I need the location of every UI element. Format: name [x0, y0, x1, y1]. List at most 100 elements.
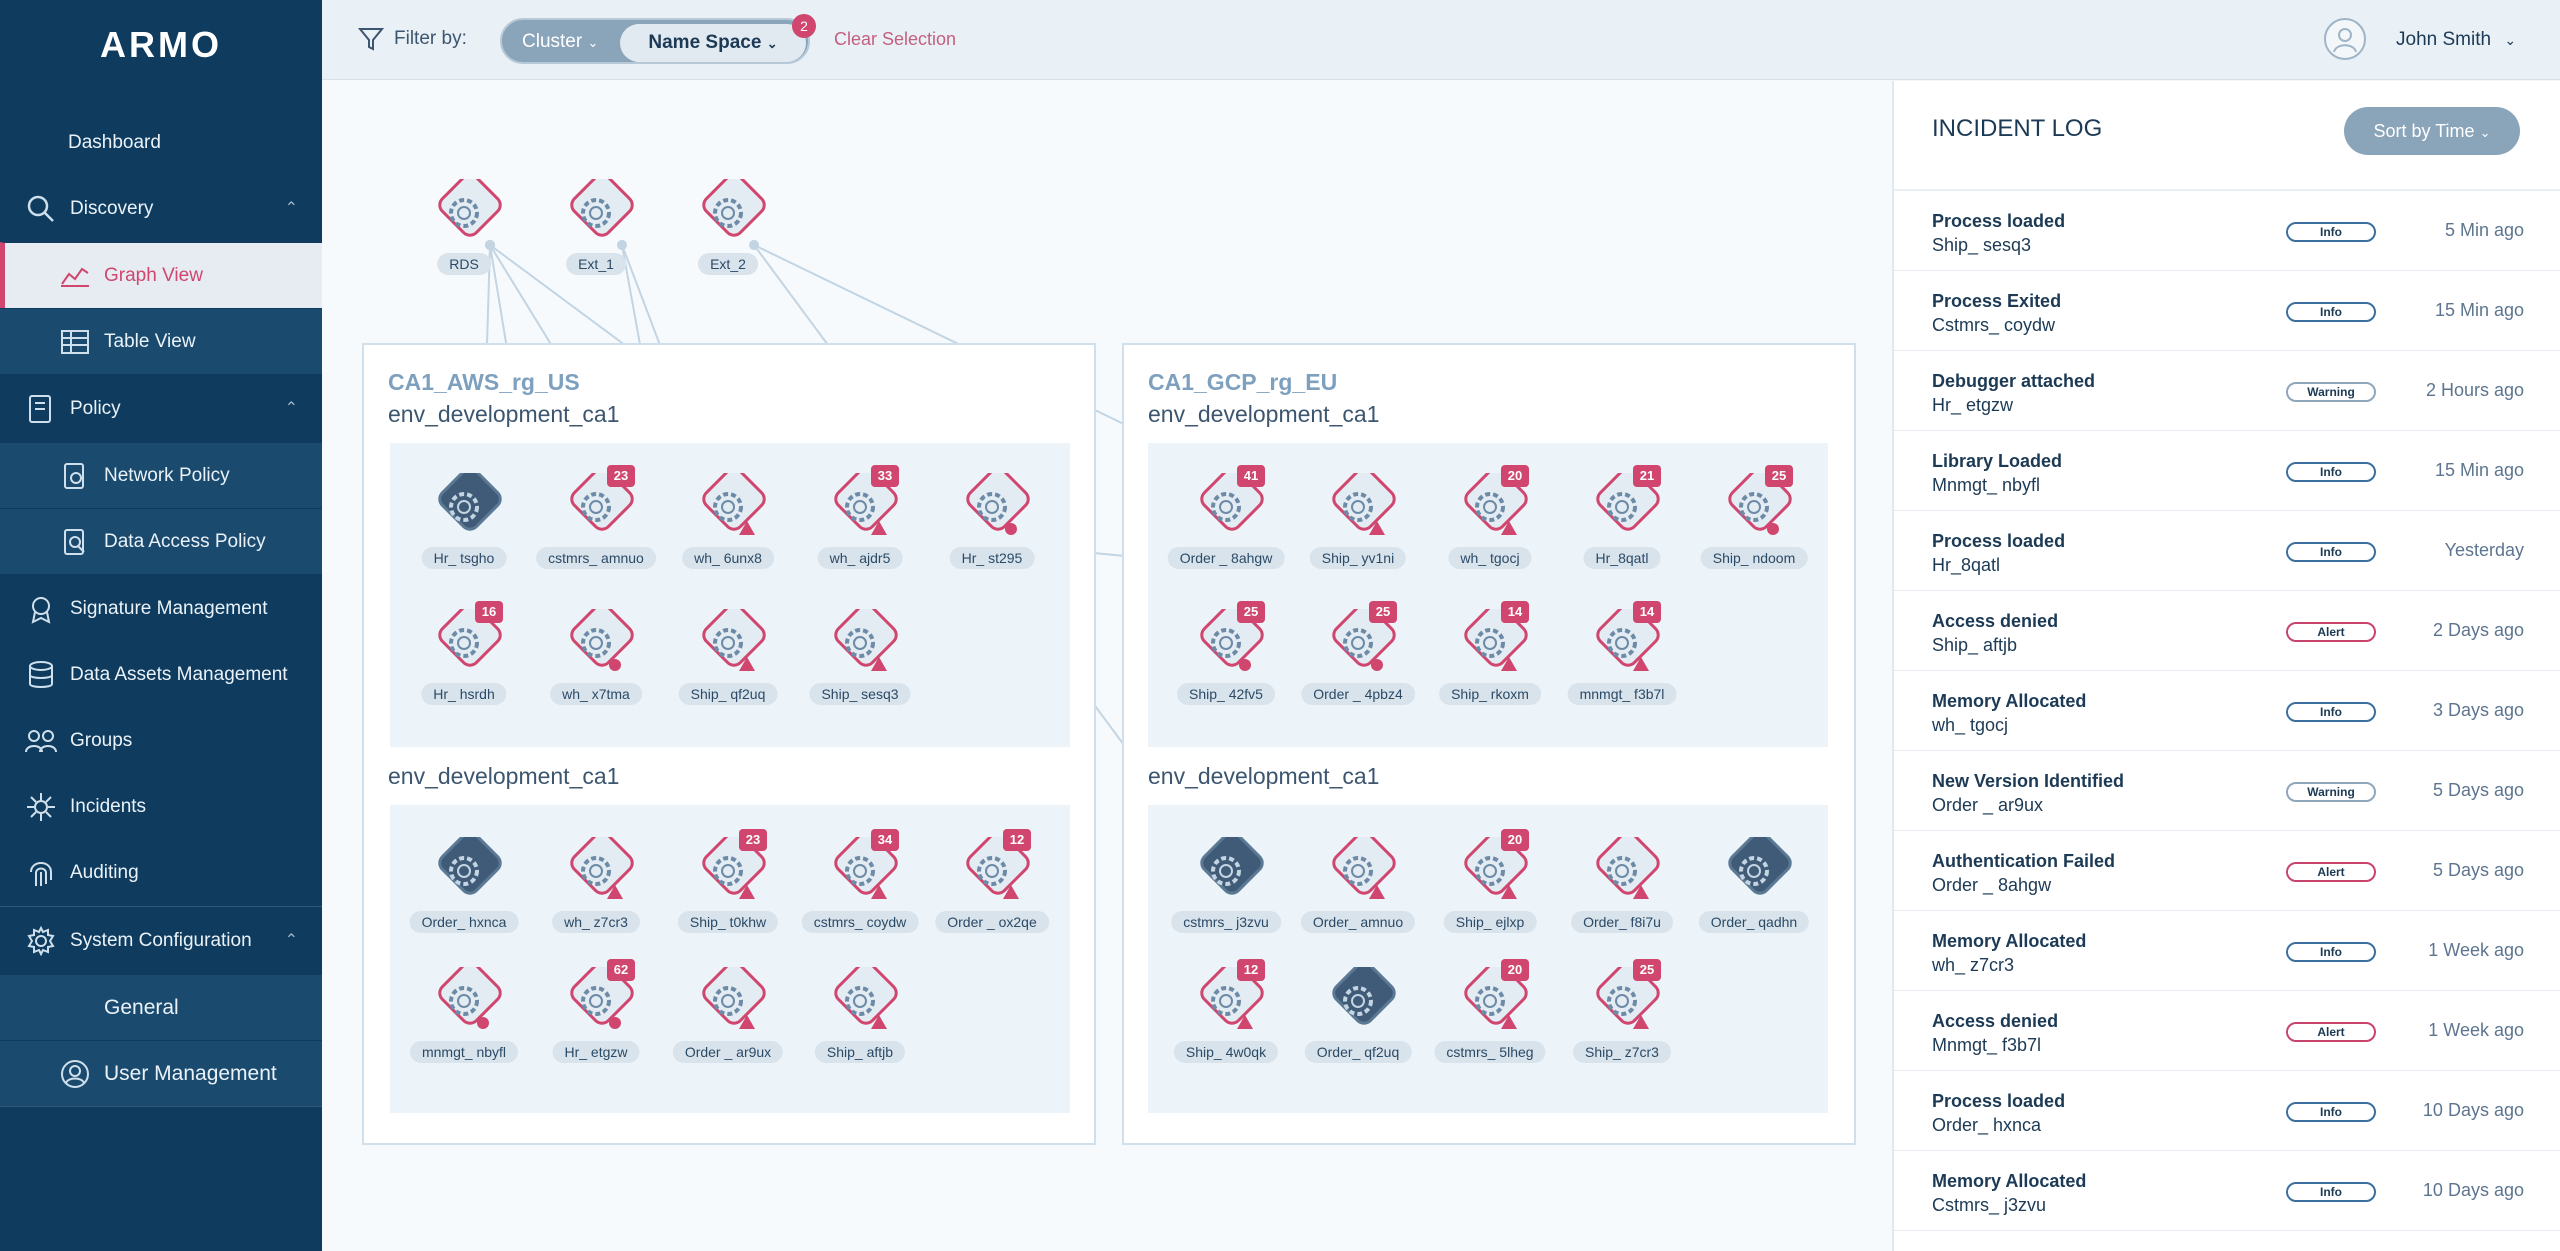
node-badge: 23	[607, 465, 635, 487]
sidebar-item-label: User Management	[104, 1061, 277, 1085]
namespace-filter-label: Name Space	[648, 32, 762, 53]
graph-node[interactable]: Order_ f8i7u	[1567, 837, 1677, 947]
graph-node[interactable]: Order_ hxnca	[409, 837, 519, 947]
incident-target: Hr_8qatl	[1932, 555, 2001, 575]
incident-name: Process loaded	[1932, 1091, 2066, 1111]
sidebar-item-table-view[interactable]: Table View	[0, 308, 322, 374]
sidebar-item-system-configuration[interactable]: System Configuration ⌃	[0, 908, 322, 974]
graph-node[interactable]: RDS	[409, 179, 519, 289]
graph-node[interactable]: wh_ x7tma	[541, 609, 651, 719]
chevron-down-icon: ⌄	[587, 35, 599, 50]
sidebar-item-general[interactable]: General	[0, 974, 322, 1040]
node-label: Ship_ z7cr3	[1573, 1041, 1671, 1063]
sidebar-item-groups[interactable]: Groups	[0, 708, 322, 774]
sidebar-item-graph-view[interactable]: Graph View	[0, 242, 322, 308]
user-menu[interactable]: John Smith ⌄	[2396, 29, 2516, 51]
graph-canvas[interactable]: CA1_AWS_rg_US env_development_ca1 env_de…	[322, 81, 1892, 1251]
filter-icon	[358, 28, 384, 51]
graph-node[interactable]: wh_ 6unx8	[673, 473, 783, 583]
graph-node[interactable]: Ext_1	[541, 179, 651, 289]
sort-by-time-button[interactable]: Sort by Time ⌄	[2344, 107, 2520, 155]
node-badge: 14	[1501, 601, 1529, 623]
sidebar-item-discovery[interactable]: Discovery ⌃	[0, 176, 322, 242]
incident-target: Order _ ar9ux	[1932, 795, 2044, 815]
armo-logo[interactable]: ARMO	[100, 24, 222, 65]
sidebar-item-policy[interactable]: Policy ⌃	[0, 376, 322, 442]
namespace-filter-button[interactable]: Name Space ⌄	[620, 24, 806, 62]
graph-node[interactable]: Hr_ tsgho	[409, 473, 519, 583]
sidebar-item-dashboard[interactable]: Dashboard	[0, 110, 322, 176]
cluster-filter-button[interactable]: Cluster ⌄	[522, 31, 598, 53]
graph-node[interactable]: Order_ qadhn	[1698, 837, 1810, 947]
chevron-up-icon[interactable]: ⌃	[284, 400, 298, 417]
chevron-up-icon[interactable]: ⌃	[284, 932, 298, 949]
incident-target: Ship_ aftjb	[1932, 635, 2018, 655]
graph-node[interactable]: wh_ z7cr3	[541, 837, 651, 947]
graph-node[interactable]: Ship_ yv1ni	[1303, 473, 1413, 583]
sidebar-item-network-policy[interactable]: Network Policy	[0, 442, 322, 508]
node-badge: 12	[1237, 959, 1265, 981]
clear-selection-link[interactable]: Clear Selection	[834, 29, 957, 49]
sidebar-item-label: Groups	[70, 730, 133, 751]
sidebar-item-auditing[interactable]: Auditing	[0, 840, 322, 906]
avatar[interactable]	[2324, 18, 2366, 60]
sidebar-item-data-access-policy[interactable]: Data Access Policy	[0, 508, 322, 574]
node-label: Order _ ox2qe	[935, 911, 1049, 933]
sidebar-item-label: Data Access Policy	[104, 530, 266, 552]
sidebar-item-label: Auditing	[70, 862, 139, 883]
sidebar-item-user-management[interactable]: User Management	[0, 1040, 322, 1106]
node-label: wh_ tgocj	[1448, 547, 1532, 569]
sidebar-item-signature-management[interactable]: Signature Management	[0, 576, 322, 642]
chevron-up-icon[interactable]: ⌃	[284, 200, 298, 217]
graph-node[interactable]: Ship_ qf2uq	[673, 609, 783, 719]
sidebar-item-incidents[interactable]: Incidents	[0, 774, 322, 840]
sidebar-divider	[0, 906, 322, 907]
graph-node[interactable]: Ship_ sesq3	[805, 609, 915, 719]
user-icon	[2333, 28, 2357, 53]
graph-node[interactable]: Ext_2	[673, 179, 783, 289]
graph-node[interactable]: mnmgt_ nbyfl	[409, 967, 519, 1077]
incident-time: 15 Min ago	[2434, 300, 2524, 320]
node-badge: 41	[1237, 465, 1265, 487]
node-badge: 20	[1501, 959, 1529, 981]
graph-node[interactable]: Order _ ar9ux	[672, 967, 784, 1077]
graph-node[interactable]: Ship_ aftjb	[805, 967, 915, 1077]
graph-node[interactable]: Order_ amnuo	[1300, 837, 1416, 947]
graph-node[interactable]: Order_ qf2uq	[1303, 967, 1413, 1077]
graph-node[interactable]: cstmrs_ j3zvu	[1171, 837, 1281, 947]
sidebar-item-data-assets-management[interactable]: Data Assets Management	[0, 642, 322, 708]
graph-node[interactable]: Hr_ st295	[937, 473, 1047, 583]
